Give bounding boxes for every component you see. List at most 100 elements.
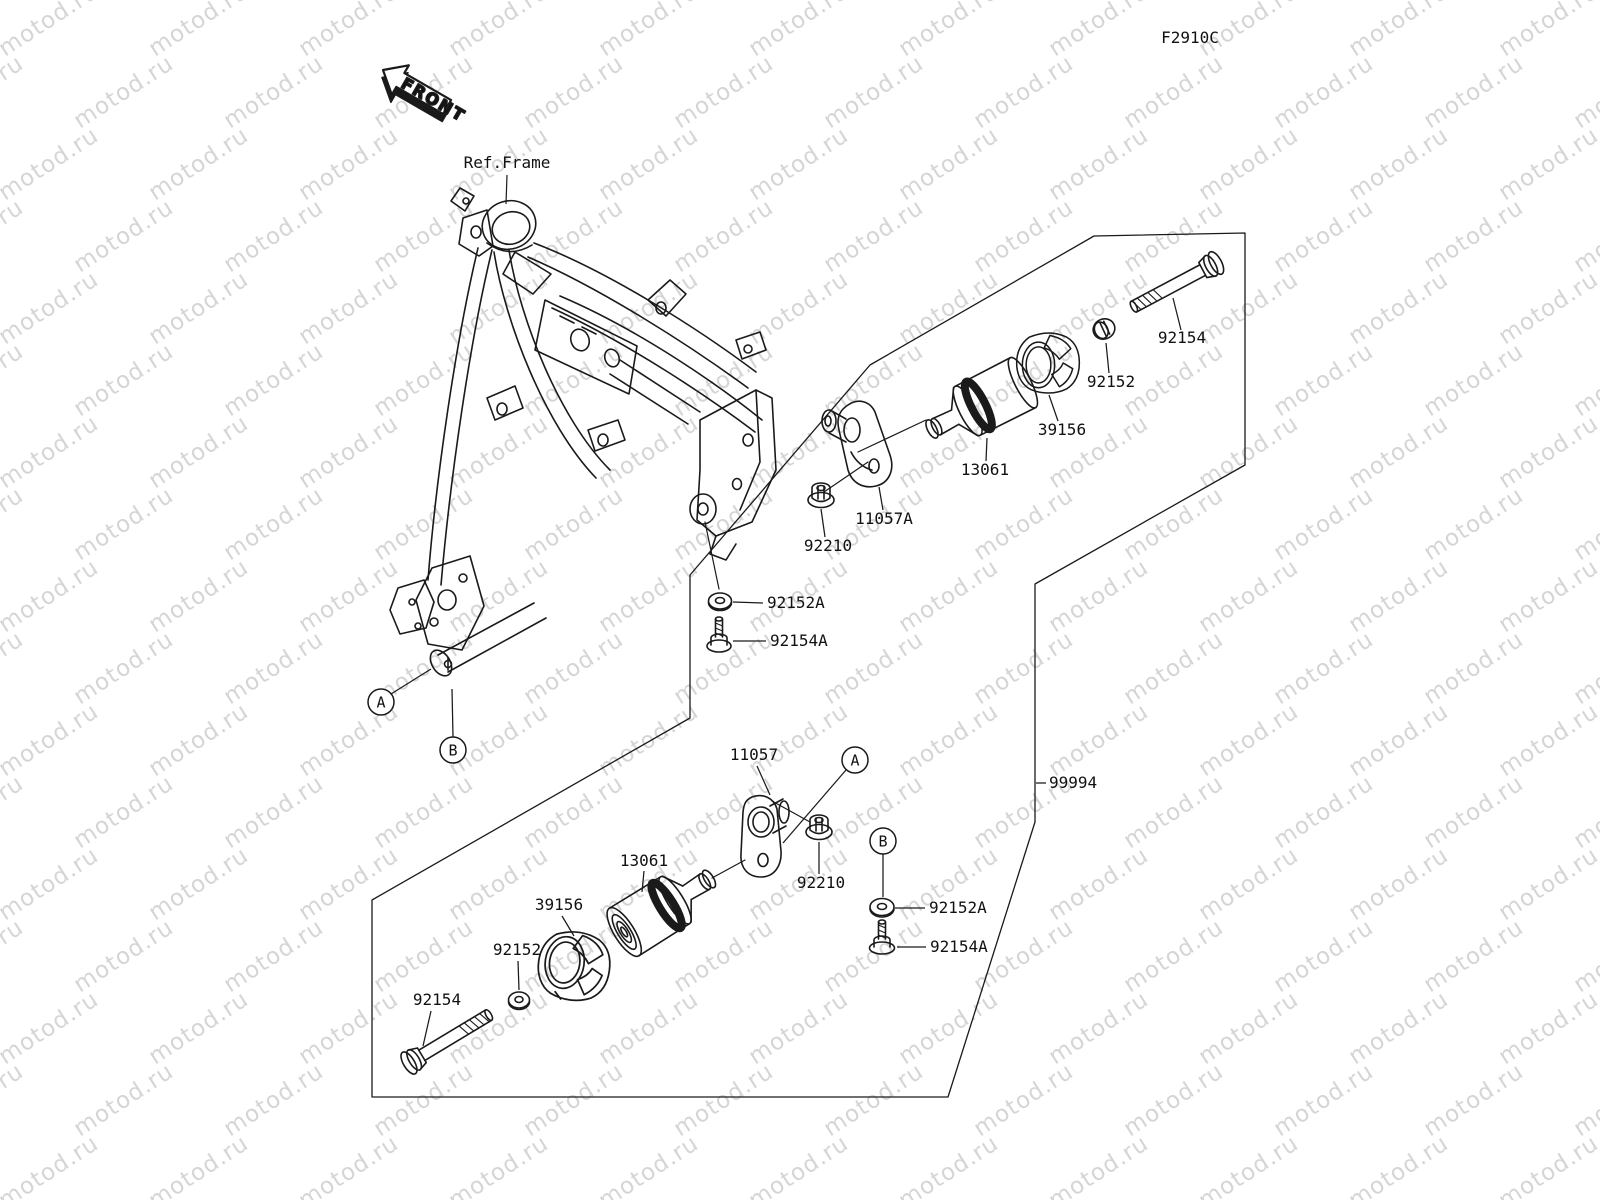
watermark-text: motod.ru	[144, 554, 253, 638]
watermark-text: motod.ru	[594, 1130, 703, 1200]
watermark-text: motod.ru	[444, 1130, 553, 1200]
part-13061-slider-upper	[925, 356, 1039, 439]
watermark-text: motod.ru	[669, 50, 778, 134]
marker-circle-B	[869, 827, 897, 855]
watermark-text: motod.ru	[669, 194, 778, 278]
marker-circle-B	[439, 736, 467, 764]
watermark-text: motod.ru	[1194, 410, 1303, 494]
watermark-text: motod.ru	[0, 410, 103, 494]
watermark-text: motod.ru	[1119, 50, 1228, 134]
watermark-text: motod.ru	[444, 554, 553, 638]
watermark-text: motod.ru	[1344, 698, 1453, 782]
watermark-text: motod.ru	[969, 50, 1078, 134]
part-92210-nut-lower	[805, 814, 833, 841]
watermark-text: motod.ru	[669, 482, 778, 566]
part-92154A-bolt-upper	[706, 616, 732, 653]
watermark-text: motod.ru	[594, 986, 703, 1070]
part-92154-bolt-lower	[400, 1008, 494, 1075]
watermark-text: motod.ru	[1119, 1058, 1228, 1142]
watermark-text: motod.ru	[69, 914, 178, 998]
watermark-text: motod.ru	[294, 122, 403, 206]
part-92154-bolt-upper	[1129, 250, 1225, 313]
callout-leader-line	[985, 437, 988, 462]
watermark-text: motod.ru	[744, 122, 853, 206]
watermark-text: motod.ru	[369, 482, 478, 566]
watermark-text: motod.ru	[1494, 410, 1600, 494]
watermark-text: motod.ru	[969, 194, 1078, 278]
marker-leader-line	[390, 668, 432, 695]
watermark-text: motod.ru	[0, 1130, 103, 1200]
watermark-text: motod.ru	[744, 698, 853, 782]
watermark-text: motod.ru	[1269, 482, 1378, 566]
watermark-text: motod.ru	[1494, 986, 1600, 1070]
watermark-text: motod.ru	[519, 770, 628, 854]
watermark-text: motod.ru	[969, 626, 1078, 710]
watermark-text: motod.ru	[1269, 1058, 1378, 1142]
watermark-text: motod.ru	[1119, 338, 1228, 422]
watermark-text: motod.ru	[669, 1058, 778, 1142]
watermark-text: motod.ru	[294, 986, 403, 1070]
part-number-label-92154A: 92154A	[770, 631, 828, 650]
watermark-text: motod.ru	[1194, 698, 1303, 782]
watermark-text: motod.ru	[0, 1058, 28, 1142]
watermark-text: motod.ru	[1494, 266, 1600, 350]
callout-layer: 9215492152391561306111057A9221092152A921…	[367, 297, 1206, 1047]
watermark-text: motod.ru	[144, 266, 253, 350]
watermark-text: motod.ru	[69, 626, 178, 710]
callout-leader-line	[1048, 394, 1059, 422]
marker-letter-A: A	[376, 694, 385, 712]
watermark-text: motod.ru	[1269, 338, 1378, 422]
callout-leader-line	[1105, 342, 1110, 374]
watermark-text: motod.ru	[1269, 50, 1378, 134]
watermark-text: motod.ru	[819, 1058, 928, 1142]
watermark-text: motod.ru	[819, 626, 928, 710]
watermark-text: motod.ru	[1269, 626, 1378, 710]
watermark-text: motod.ru	[1419, 770, 1528, 854]
part-number-label-92152: 92152	[1087, 372, 1135, 391]
watermark-text: motod.ru	[144, 410, 253, 494]
part-92154A-bolt-lower	[868, 919, 896, 955]
watermark-text: motod.ru	[69, 338, 178, 422]
watermark-text: motod.ru	[1494, 122, 1600, 206]
watermark-text: motod.ru	[69, 482, 178, 566]
watermark-text: motod.ru	[1044, 986, 1153, 1070]
callout-leader-line	[641, 870, 645, 893]
watermark-text: motod.ru	[819, 50, 928, 134]
callout-leader-line	[732, 601, 764, 604]
watermark-text: motod.ru	[1419, 194, 1528, 278]
watermark-text: motod.ru	[219, 338, 328, 422]
watermark-text: motod.ru	[219, 770, 328, 854]
callout-leader-line	[517, 960, 520, 991]
watermark-text: motod.ru	[0, 338, 28, 422]
watermark-text: motod.ru	[819, 194, 928, 278]
page-code: F2910C	[1161, 28, 1219, 47]
watermark-text: motod.ru	[894, 554, 1003, 638]
watermark-text: motod.ru	[369, 194, 478, 278]
watermark-text: motod.ru	[1044, 122, 1153, 206]
watermark-text: motod.ru	[1419, 482, 1528, 566]
watermark-text: motod.ru	[219, 626, 328, 710]
watermark-text: motod.ru	[1044, 842, 1153, 926]
watermark-text: motod.ru	[894, 410, 1003, 494]
watermark-text: motod.ru	[0, 194, 28, 278]
watermark-text: motod.ru	[519, 626, 628, 710]
part-number-label-13061: 13061	[961, 460, 1009, 479]
watermark-text: motod.ru	[744, 266, 853, 350]
part-number-label-92154: 92154	[413, 990, 461, 1009]
watermark-text: motod.ru	[1194, 266, 1303, 350]
watermark-text: motod.ru	[219, 914, 328, 998]
watermark-text: motod.ru	[1194, 554, 1303, 638]
watermark-text: motod.ru	[1044, 698, 1153, 782]
watermark-text: motod.ru	[1494, 842, 1600, 926]
watermark-text: motod.ru	[519, 194, 628, 278]
watermark-text: motod.ru	[519, 1058, 628, 1142]
part-92152A-washer-upper	[707, 592, 733, 612]
watermark-text: motod.ru	[594, 554, 703, 638]
watermark-text: motod.ru	[69, 1058, 178, 1142]
watermark-text: motod.ru	[1344, 266, 1453, 350]
watermark-text: motod.ru	[294, 266, 403, 350]
watermark-text: motod.ru	[1494, 698, 1600, 782]
watermark-text: motod.ru	[1119, 482, 1228, 566]
watermark-text: motod.ru	[1344, 554, 1453, 638]
watermark-text: motod.ru	[669, 626, 778, 710]
